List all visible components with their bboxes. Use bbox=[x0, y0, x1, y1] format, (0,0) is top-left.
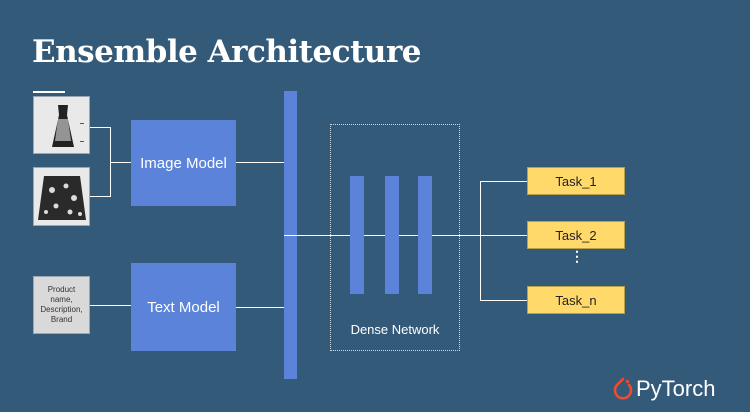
connector-imagemodel-to-concat bbox=[236, 162, 284, 163]
connector-img2-h bbox=[90, 196, 110, 197]
text-input-box: Product name, Description, Brand bbox=[33, 276, 90, 334]
dense-network-box bbox=[330, 124, 460, 351]
task-ellipsis: ⋮ bbox=[570, 248, 584, 264]
text-model-box: Text Model bbox=[131, 263, 236, 351]
connector-to-task-1 bbox=[480, 181, 527, 182]
dense-layer-2 bbox=[385, 176, 399, 294]
slide-title: Ensemble Architecture bbox=[32, 34, 422, 70]
skirt-image bbox=[33, 167, 90, 226]
connector-img-to-model bbox=[110, 162, 131, 163]
image-model-box: Image Model bbox=[131, 120, 236, 206]
connector-main-horizontal bbox=[297, 235, 527, 236]
dress-image bbox=[33, 96, 90, 154]
skirt-icon bbox=[34, 168, 89, 225]
dense-network-label: Dense Network bbox=[350, 322, 440, 337]
pytorch-logo-icon bbox=[613, 377, 633, 400]
task-n-box: Task_n bbox=[527, 286, 625, 314]
pytorch-wordmark: PyTorch bbox=[636, 376, 716, 401]
dense-layer-1 bbox=[350, 176, 364, 294]
connector-task-vertical bbox=[480, 181, 481, 300]
dress-icon bbox=[34, 97, 89, 153]
title-underline bbox=[33, 91, 65, 93]
task-2-box: Task_2 bbox=[527, 221, 625, 249]
connector-text-to-model bbox=[90, 305, 131, 306]
concat-bar-divider bbox=[284, 235, 297, 236]
connector-img1-h bbox=[90, 127, 110, 128]
dense-layer-3 bbox=[418, 176, 432, 294]
task-1-box: Task_1 bbox=[527, 167, 625, 195]
connector-textmodel-to-concat bbox=[236, 307, 284, 308]
connector-to-task-n bbox=[480, 300, 527, 301]
